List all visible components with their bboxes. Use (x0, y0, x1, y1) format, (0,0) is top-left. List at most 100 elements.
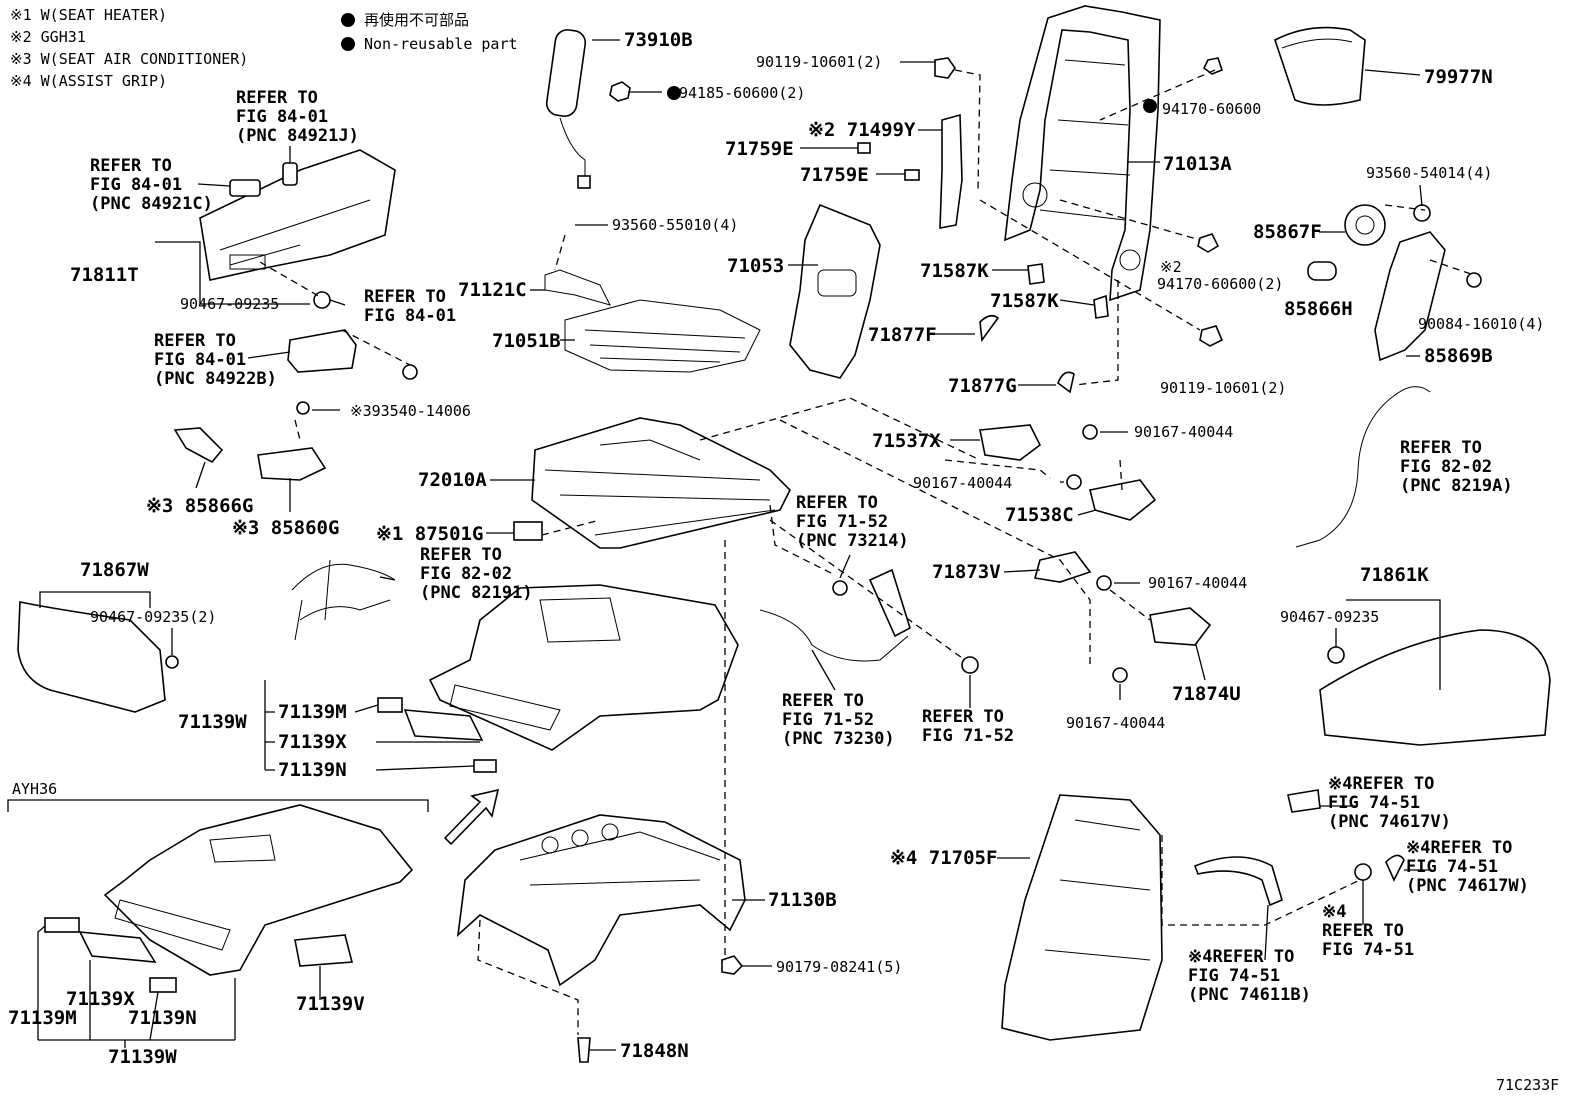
label-94185[interactable]: 94185-60600(2) (679, 84, 805, 102)
label-71877F[interactable]: 71877F (868, 324, 937, 346)
part-72010A[interactable] (531, 417, 791, 549)
part-71537X[interactable] (979, 424, 1042, 461)
label-71873V[interactable]: 71873V (932, 561, 1001, 583)
part-71139M-lower[interactable] (44, 917, 80, 933)
label-90467-b[interactable]: 90467-09235(2) (90, 608, 216, 626)
screw-74-51[interactable] (1354, 863, 1372, 881)
part-85869B[interactable] (1374, 231, 1446, 362)
part-71121C[interactable] (544, 269, 611, 306)
label-93560-55010[interactable]: 93560-55010(4) (612, 216, 738, 234)
label-71121C[interactable]: 71121C (458, 279, 527, 301)
label-93560-54014[interactable]: 93560-54014(4) (1366, 164, 1492, 182)
label-85866H[interactable]: 85866H (1284, 298, 1353, 320)
label-71139W[interactable]: 71139W (178, 711, 247, 733)
label-90167-c[interactable]: 90167-40044 (1148, 574, 1247, 592)
label-71759E-a[interactable]: 71759E (725, 138, 794, 160)
part-73910B[interactable] (545, 28, 591, 189)
clip-90467-c[interactable] (1327, 646, 1345, 664)
label-71139W-lower[interactable]: 71139W (108, 1046, 177, 1068)
label-90119-a[interactable]: 90119-10601(2) (756, 53, 882, 71)
nut-94185[interactable] (609, 81, 681, 102)
part-71861K[interactable] (1319, 629, 1551, 746)
part-71587K-b[interactable] (1093, 294, 1109, 319)
part-71874U[interactable] (1149, 607, 1212, 646)
label-71499Y[interactable]: ※2 71499Y (808, 119, 916, 141)
part-85867F[interactable] (1344, 204, 1386, 246)
part-71051B[interactable] (564, 299, 761, 373)
nut-94170-b[interactable] (1197, 233, 1220, 253)
label-94170-b[interactable]: 94170-60600(2) (1157, 275, 1283, 293)
harness-73230[interactable] (759, 609, 909, 662)
label-90167-d[interactable]: 90167-40044 (1066, 714, 1165, 732)
label-87501G[interactable]: ※1 87501G (376, 523, 483, 545)
part-71139M-upper[interactable] (377, 697, 403, 713)
part-71538C[interactable] (1089, 479, 1157, 521)
screw-90167-d[interactable] (1112, 667, 1128, 683)
label-90467-c[interactable]: 90467-09235 (1280, 608, 1379, 626)
label-79977N[interactable]: 79977N (1424, 66, 1493, 88)
part-71759E-b[interactable] (904, 169, 920, 181)
part-71873V[interactable] (1033, 551, 1092, 583)
screw-90167-b[interactable] (1066, 474, 1082, 490)
bolt-71848N[interactable] (577, 1037, 591, 1063)
part-71139N-upper[interactable] (473, 759, 497, 773)
label-71877G[interactable]: 71877G (948, 375, 1017, 397)
label-71537X[interactable]: 71537X (872, 430, 941, 452)
part-71499Y[interactable] (939, 113, 963, 229)
part-71705F[interactable] (1001, 794, 1163, 1041)
label-71874U[interactable]: 71874U (1172, 683, 1241, 705)
part-85866G[interactable] (173, 427, 224, 464)
screw-84922B[interactable] (402, 364, 418, 380)
part-74611B[interactable] (1193, 856, 1283, 907)
screw-90084[interactable] (1466, 272, 1482, 288)
label-73910B[interactable]: 73910B (624, 29, 693, 51)
label-71051B[interactable]: 71051B (492, 330, 561, 352)
nut-90179[interactable] (721, 955, 744, 975)
label-71139N[interactable]: 71139N (278, 759, 347, 781)
part-71811T[interactable] (199, 149, 396, 281)
label-85869B[interactable]: 85869B (1424, 345, 1493, 367)
label-90119-b[interactable]: 90119-10601(2) (1160, 379, 1286, 397)
bolt-90119-b[interactable] (1199, 325, 1224, 347)
screw-93560-54014[interactable] (1413, 204, 1431, 222)
label-71861K[interactable]: 71861K (1360, 564, 1429, 586)
part-71139X-upper[interactable] (403, 709, 484, 741)
label-90179[interactable]: 90179-08241(5) (776, 958, 902, 976)
label-85860G[interactable]: ※3 85860G (232, 517, 339, 539)
label-71139N-lower[interactable]: 71139N (128, 1007, 197, 1029)
label-71811T[interactable]: 71811T (70, 264, 139, 286)
harness-82191[interactable] (291, 559, 396, 641)
clip-73214[interactable] (832, 580, 848, 596)
label-71587K-b[interactable]: 71587K (990, 290, 1059, 312)
nut-94170-a[interactable] (1202, 57, 1223, 75)
part-71877F[interactable] (979, 314, 1000, 343)
label-71139V[interactable]: 71139V (296, 993, 365, 1015)
label-85867F[interactable]: 85867F (1253, 221, 1322, 243)
part-71139N-lower[interactable] (149, 977, 177, 993)
part-71759E-a[interactable] (857, 142, 871, 154)
label-71139M-lower[interactable]: 71139M (8, 1007, 77, 1029)
part-74617W[interactable] (1385, 854, 1405, 882)
label-71538C[interactable]: 71538C (1005, 504, 1074, 526)
label-71130B[interactable]: 71130B (768, 889, 837, 911)
label-71587K-a[interactable]: 71587K (920, 260, 989, 282)
part-79977N[interactable] (1274, 26, 1366, 106)
label-90084[interactable]: 90084-16010(4) (1418, 315, 1544, 333)
part-71587K-a[interactable] (1027, 263, 1045, 285)
part-71877G[interactable] (1057, 371, 1075, 394)
label-71848N[interactable]: 71848N (620, 1040, 689, 1062)
part-87501G[interactable] (513, 521, 543, 541)
screw-90167-a[interactable] (1082, 424, 1098, 440)
part-71139V[interactable] (294, 934, 354, 967)
label-71139X[interactable]: 71139X (278, 731, 347, 753)
nut-71-52[interactable] (961, 656, 979, 674)
part-84921J[interactable] (282, 162, 298, 186)
